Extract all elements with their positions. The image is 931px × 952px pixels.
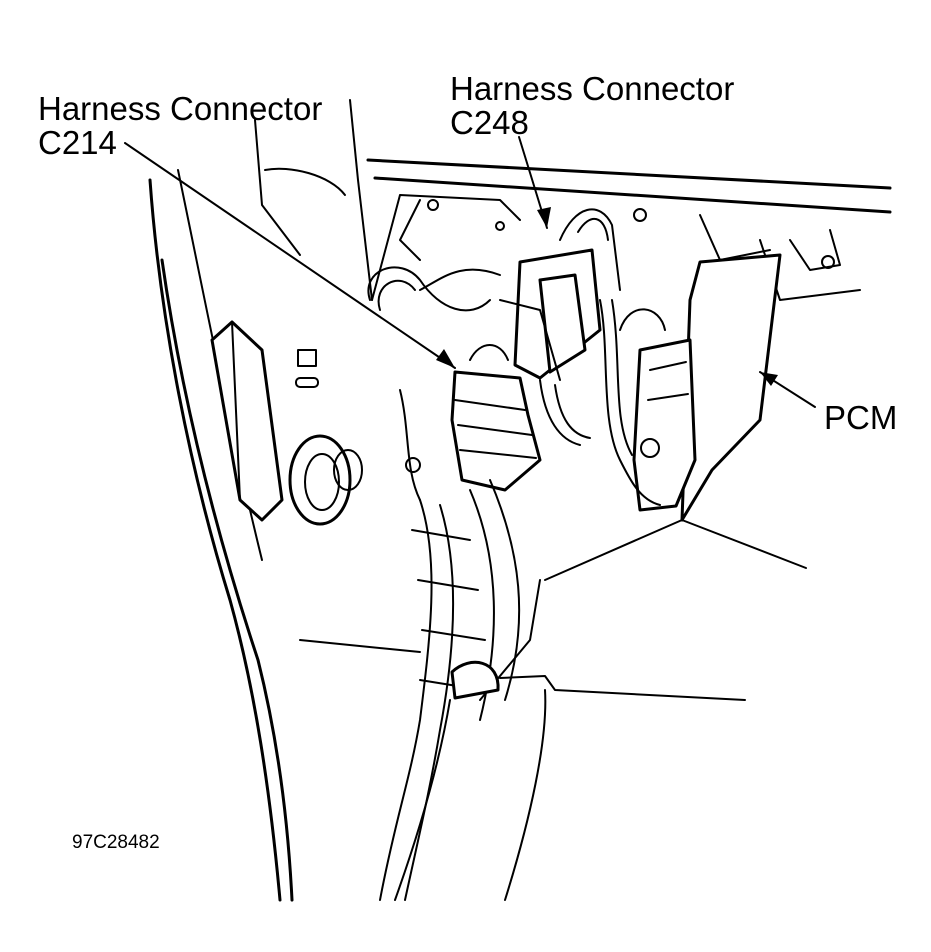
lower-panel — [299, 579, 746, 901]
c248-label-line2: C248 — [450, 104, 529, 141]
side-bracket — [210, 320, 319, 522]
grommet — [288, 434, 363, 526]
pcm-label: PCM — [824, 399, 898, 436]
c248-label-line1: Harness Connector — [450, 70, 735, 107]
c214-connector — [450, 344, 542, 492]
pcm-module — [544, 253, 807, 581]
c214-label-line1: Harness Connector — [38, 90, 323, 127]
arrowheads — [436, 207, 778, 386]
c214-leader — [124, 142, 456, 369]
c248-connector — [499, 208, 621, 381]
c214-label-line2: C214 — [38, 124, 117, 161]
dash-panel — [366, 158, 892, 301]
figure-code: 97C28482 — [72, 832, 160, 853]
